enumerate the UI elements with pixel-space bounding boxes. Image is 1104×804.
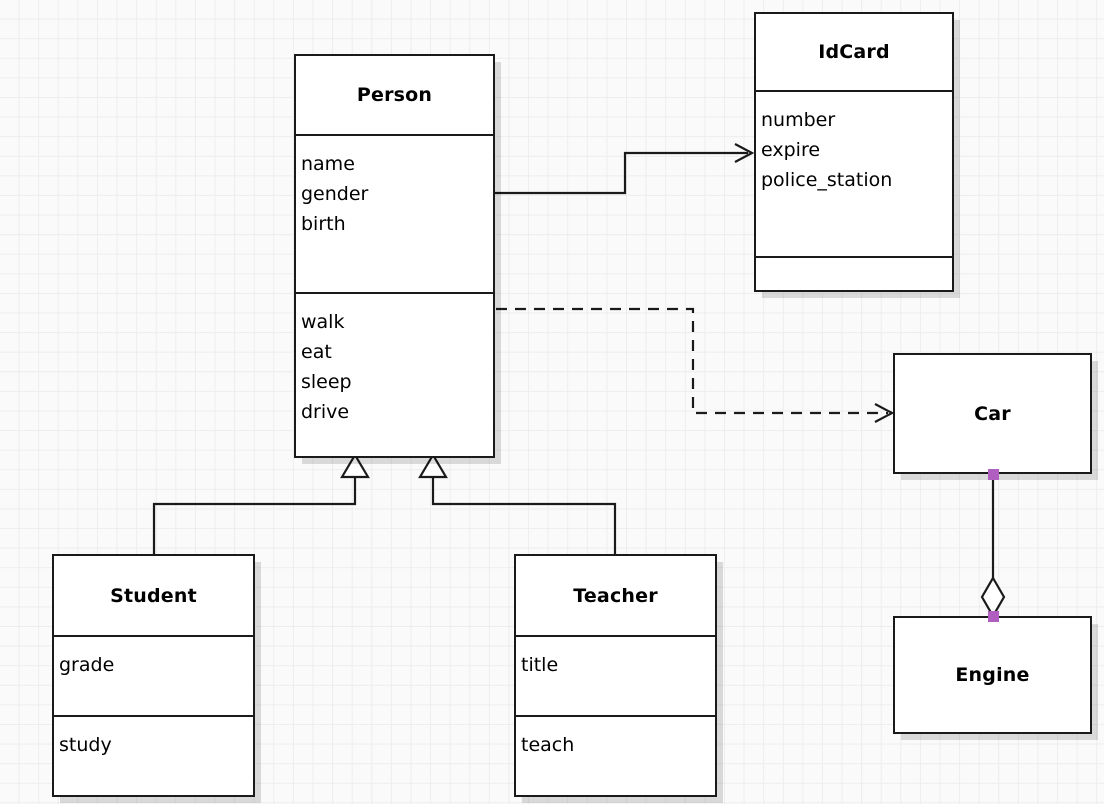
edge-handle-target[interactable] [988,611,999,622]
method-item: walk [301,311,345,333]
uml-class-car[interactable]: Car [893,353,1092,474]
method-item: teach [521,734,575,756]
edge-handle-source[interactable] [988,469,999,480]
edge-car-engine[interactable] [980,475,1006,619]
uml-class-idcard[interactable]: IdCard number expire police_station [754,12,954,292]
attribute-item: birth [301,213,346,235]
method-item: study [59,734,112,756]
uml-class-person[interactable]: Person name gender birth walk eat sleep … [294,54,495,458]
attributes-compartment: number expire police_station [756,90,952,256]
method-item: eat [301,341,332,363]
uml-class-teacher[interactable]: Teacher title teach [514,554,717,797]
class-name-compartment: Car [895,355,1090,472]
methods-compartment: teach [516,715,715,795]
class-name: IdCard [818,41,890,63]
class-name-compartment: Teacher [516,556,715,635]
methods-compartment: walk eat sleep drive [296,292,493,456]
attribute-item: name [301,153,355,175]
attribute-item: number [761,109,836,131]
attributes-compartment: title [516,635,715,715]
attributes-compartment: grade [54,635,253,715]
class-name-compartment: Engine [895,618,1090,732]
class-name-compartment: Student [54,556,253,635]
class-name-compartment: Person [296,56,493,134]
class-name: Teacher [573,584,658,607]
class-name: Person [356,84,433,106]
edge-person-idcard[interactable] [493,143,755,195]
uml-class-engine[interactable]: Engine [893,616,1092,734]
attribute-item: title [521,654,559,676]
class-name: Student [110,584,197,607]
attribute-item: grade [59,654,115,676]
class-name-compartment: IdCard [756,14,952,90]
attribute-item: gender [301,183,369,205]
attribute-item: police_station [761,169,893,191]
methods-compartment: study [54,715,253,795]
attribute-item: expire [761,139,821,161]
method-item: sleep [301,371,352,393]
method-item: drive [301,401,350,423]
class-name: Car [974,402,1011,425]
edge-teacher-person[interactable] [418,452,617,556]
edge-person-car[interactable] [496,307,895,423]
class-name: Engine [955,664,1030,686]
methods-compartment [756,256,952,294]
edge-student-person[interactable] [152,452,370,556]
uml-class-student[interactable]: Student grade study [52,554,255,797]
attributes-compartment: name gender birth [296,134,493,292]
